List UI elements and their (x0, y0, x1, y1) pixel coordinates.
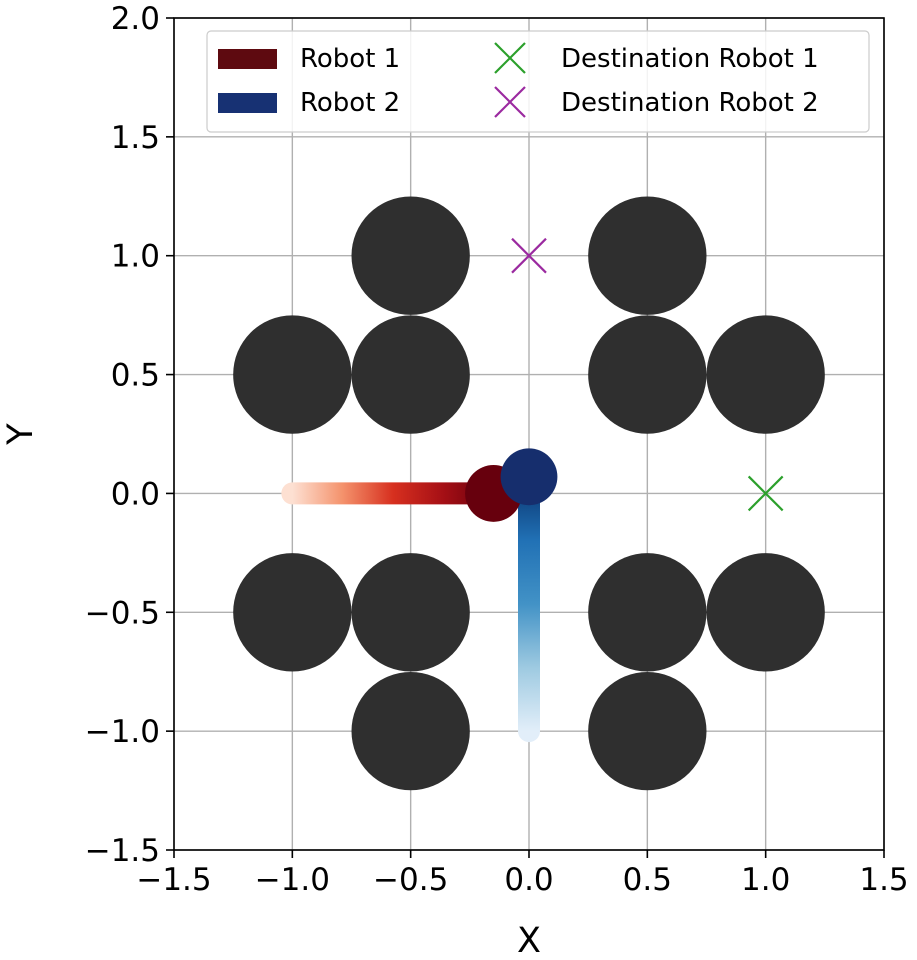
destination-markers (511, 237, 784, 512)
destination-robot-1-marker (747, 475, 784, 512)
axis-ticks: −1.5 −1.0 −0.5 0.0 0.5 1.0 1.5 −1.5 −1.0 −0.5 0.0 0… (85, 1, 909, 898)
y-tick-label: 2.0 (111, 1, 160, 37)
legend-marker-destination-robot-2 (494, 86, 526, 118)
x-stroke (511, 237, 547, 274)
legend-box (206, 30, 870, 133)
legend-label-robot-1: Robot 1 (300, 44, 400, 74)
legend-x-glyph (494, 42, 526, 74)
obstacle-circle (588, 671, 707, 791)
y-tick-label: 1.5 (111, 120, 160, 156)
obstacle-circle (351, 315, 470, 434)
x-tick-label: 0.5 (623, 862, 672, 898)
obstacles (233, 196, 825, 791)
legend-label-robot-2: Robot 2 (300, 88, 400, 118)
x-stroke (747, 475, 784, 512)
y-axis-label: Y (1, 423, 41, 446)
x-tick-label: 1.0 (741, 862, 790, 898)
x-tick-label: −0.5 (373, 862, 448, 898)
y-tick-label: −1.0 (85, 714, 160, 750)
y-tick-label: 1.0 (111, 239, 160, 275)
robot-paths (281, 465, 540, 743)
x-stroke (494, 42, 526, 74)
legend-swatch-robot-1 (218, 49, 277, 69)
obstacle-circle (351, 553, 470, 672)
legend-label-destination-robot-1: Destination Robot 1 (561, 44, 819, 74)
obstacle-circle (706, 315, 825, 434)
legend: Robot 1 Robot 2 Destination Robot 1 Dest… (206, 30, 870, 133)
y-tick-label: 0.5 (111, 358, 160, 394)
obstacle-circle (706, 553, 825, 672)
x-tick-label: −1.5 (136, 862, 211, 898)
x-tick-label: 1.5 (859, 862, 908, 898)
x-tick-label: 0.0 (504, 862, 553, 898)
legend-label-destination-robot-2: Destination Robot 2 (561, 88, 819, 118)
destination-robot-2-marker (511, 237, 547, 274)
obstacle-circle (233, 315, 352, 434)
x-tick-label: −1.0 (255, 862, 330, 898)
robot-2-marker (500, 448, 558, 506)
obstacle-circle (588, 315, 707, 434)
x-axis-label: X (517, 921, 541, 960)
obstacle-circle (588, 196, 707, 315)
y-tick-label: 0.0 (111, 476, 160, 512)
y-tick-label: −0.5 (85, 595, 160, 631)
legend-swatch-robot-2 (218, 93, 277, 113)
x-stroke (494, 86, 526, 118)
obstacle-circle (233, 553, 352, 672)
legend-x-glyph (494, 86, 526, 118)
robots (465, 448, 558, 522)
obstacle-circle (588, 553, 707, 672)
obstacle-circle (351, 196, 470, 315)
legend-marker-destination-robot-1 (494, 42, 526, 74)
y-tick-label: −1.5 (85, 833, 160, 869)
obstacle-circle (351, 671, 470, 791)
